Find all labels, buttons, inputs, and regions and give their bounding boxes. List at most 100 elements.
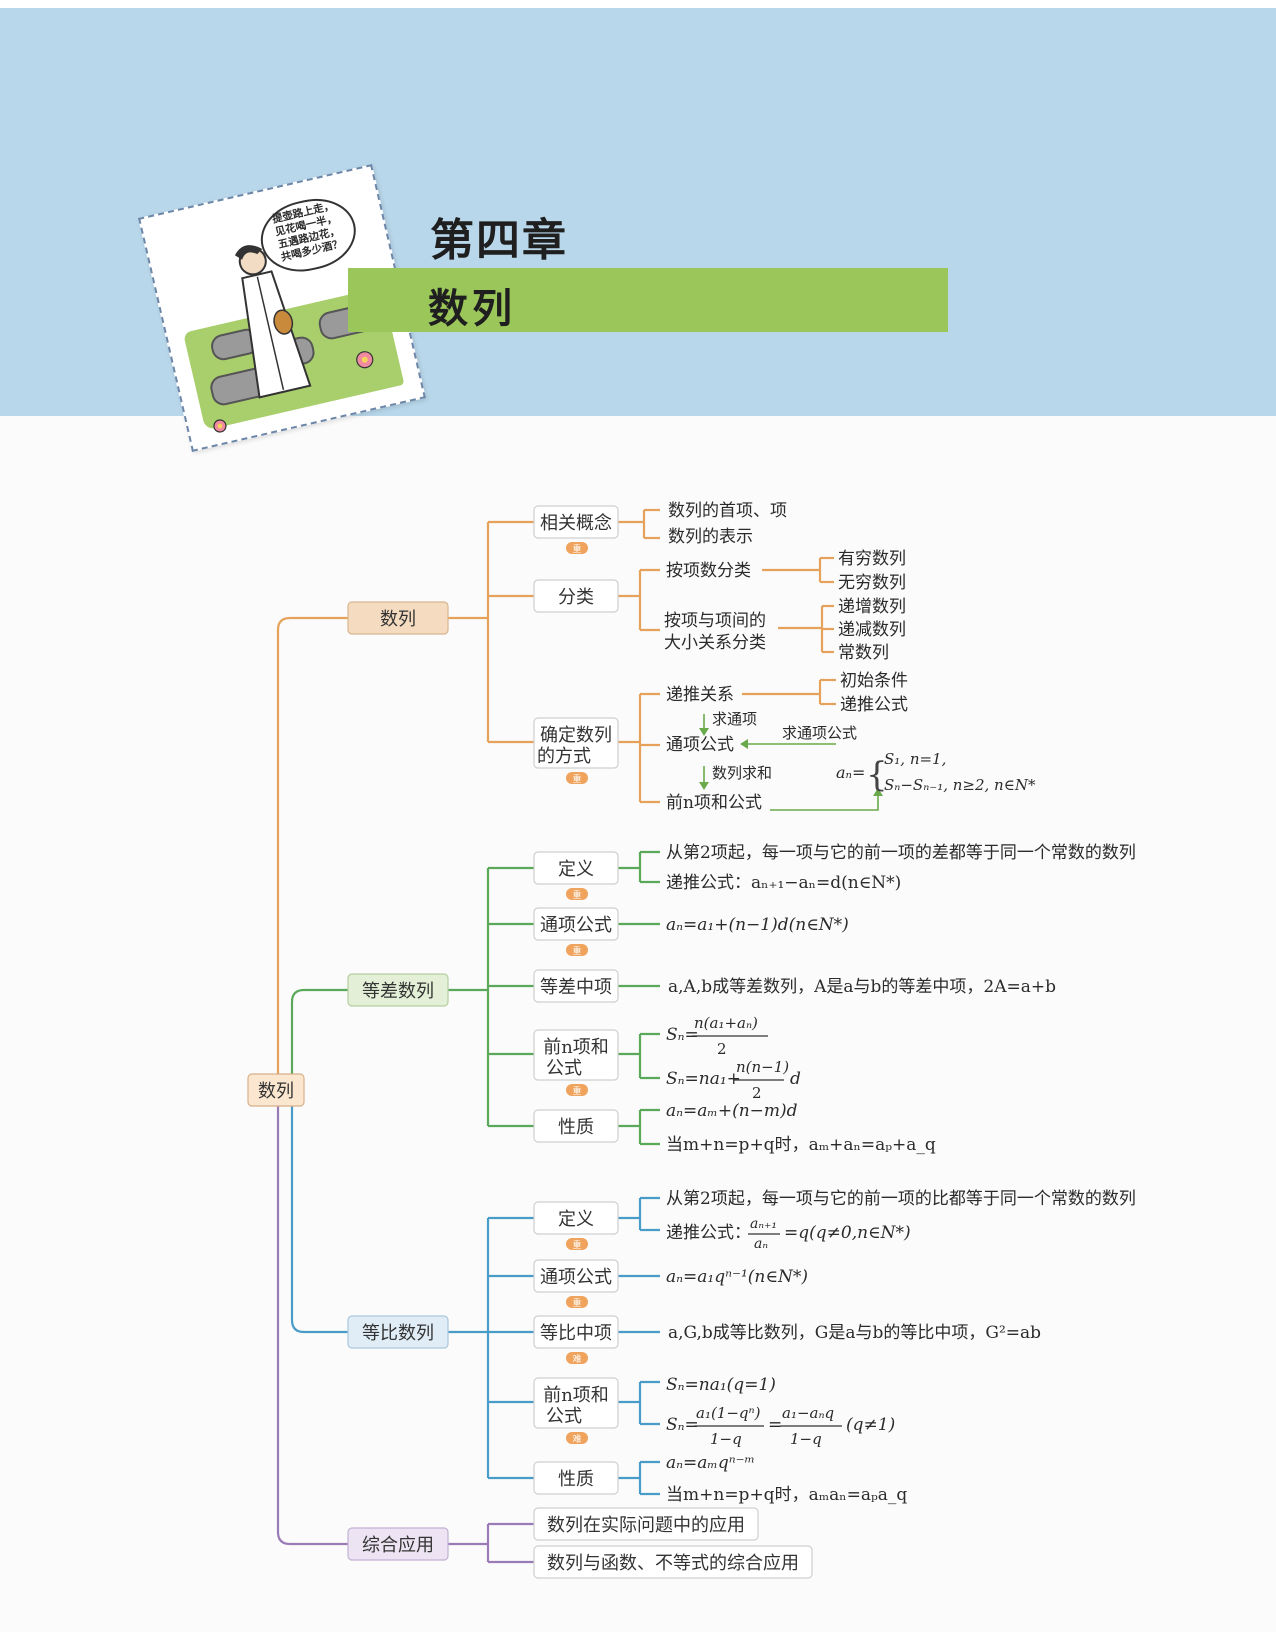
node-gp-sum-line: 公式 — [546, 1406, 582, 1427]
brace-glyph: { — [866, 755, 888, 795]
svg-text:难: 难 — [572, 1354, 581, 1365]
key-badge: 重 — [566, 1084, 588, 1097]
node-related-concepts: 相关概念 — [540, 512, 612, 534]
branch-node-arithmetic: 等差数列 — [347, 973, 449, 1007]
gp-recursive-num: aₙ₊₁ — [750, 1216, 777, 1232]
chapter-title: 数列 — [428, 286, 516, 332]
ap-sum2-num: n(n−1) — [736, 1058, 789, 1076]
flower-icon — [213, 419, 227, 433]
hard-badge: 难 — [566, 1352, 588, 1365]
node-classification: 分类 — [558, 587, 594, 608]
branch-node-geometric: 等比数列 — [347, 1315, 449, 1349]
node-gp-general-term: 通项公式 — [540, 1267, 612, 1288]
leaf-ap-def: 从第2项起，每一项与它的前一项的差都等于同一个常数的数列 — [666, 843, 1136, 863]
top-strip — [0, 0, 1276, 8]
title-bar — [348, 268, 948, 332]
hard-badge: 难 — [566, 1432, 588, 1445]
ap-sum-den: 2 — [717, 1040, 727, 1058]
arrow-label: 数列求和 — [712, 764, 772, 782]
branch-label: 等比数列 — [362, 1323, 434, 1344]
leaf-ap-recursive: 递推公式：aₙ₊₁−aₙ=d(n∈N*) — [666, 873, 901, 893]
key-badge: 重 — [566, 888, 588, 901]
key-badge: 重 — [566, 1238, 588, 1251]
piecewise-lhs: aₙ= — [836, 763, 865, 782]
svg-text:重: 重 — [572, 1239, 581, 1251]
badges: 重 重 重 重 重 重 重 难 难 — [566, 542, 588, 1445]
gp-sum-lhs: Sₙ= — [666, 1415, 699, 1435]
fraction-bars — [692, 1035, 842, 1427]
node-gp-middle-term: 等比中项 — [540, 1323, 612, 1344]
node-real-world-application: 数列在实际问题中的应用 — [547, 1515, 745, 1536]
ap-sum2-den: 2 — [752, 1084, 762, 1102]
leaf-first-term: 数列的首项、项 — [668, 501, 787, 521]
leaf-general-formula: 通项公式 — [666, 735, 734, 755]
leaf-gp-sum1: Sₙ=na₁(q=1) — [666, 1375, 776, 1395]
leaf-ap-prop2: 当m+n=p+q时，aₘ+aₙ=aₚ+a_q — [666, 1135, 936, 1155]
node-ap-properties: 性质 — [558, 1117, 594, 1138]
branch-label: 等差数列 — [362, 981, 434, 1002]
arrow-label: 求通项 — [712, 710, 757, 728]
svg-text:重: 重 — [572, 543, 581, 555]
gp-recursive-lhs: 递推公式： — [666, 1223, 751, 1243]
chapter-number: 第四章 — [430, 215, 568, 266]
ap-sum-lhs: Sₙ= — [666, 1025, 699, 1045]
node-ap-definition: 定义 — [558, 859, 594, 880]
root-node: 数列 — [247, 1073, 305, 1107]
leaf-ap-general: aₙ=a₁+(n−1)d(n∈N*) — [666, 915, 849, 935]
branch-label: 综合应用 — [362, 1535, 434, 1556]
node-gp-properties: 性质 — [558, 1469, 594, 1490]
key-badge: 重 — [566, 944, 588, 957]
leaf-by-relation: 按项与项间的 — [664, 611, 766, 631]
gp-sum-tail: (q≠1) — [846, 1415, 895, 1435]
node-gp-definition: 定义 — [558, 1209, 594, 1230]
node-gp-sum-line: 前n项和 — [543, 1385, 609, 1406]
gp-sum-n1: a₁(1−qⁿ) — [696, 1404, 761, 1422]
leaf-by-count: 按项数分类 — [666, 561, 751, 581]
gp-recursive-den: aₙ — [754, 1236, 768, 1252]
leaf-initial-condition: 初始条件 — [840, 671, 908, 691]
gp-sum-d1: 1−q — [710, 1430, 742, 1448]
gp-sum-n2: a₁−aₙq — [782, 1404, 834, 1422]
leaf-gp-prop2: 当m+n=p+q时，aₘaₙ=aₚa_q — [666, 1485, 907, 1505]
node-ap-general-term: 通项公式 — [540, 915, 612, 936]
svg-text:重: 重 — [572, 773, 581, 785]
leaf-ap-prop1: aₙ=aₘ+(n−m)d — [666, 1101, 798, 1121]
branch-label: 数列 — [380, 609, 416, 630]
ap-sum-num: n(a₁+aₙ) — [694, 1014, 758, 1032]
scholar-figure-icon — [234, 245, 312, 399]
leaf-gp-general: aₙ=a₁qⁿ⁻¹(n∈N*) — [666, 1267, 808, 1287]
leaf-decreasing: 递减数列 — [838, 620, 906, 640]
node-ap-sum-line: 公式 — [546, 1058, 582, 1079]
node-comprehensive-application: 数列与函数、不等式的综合应用 — [547, 1553, 799, 1574]
piecewise-case: S₁, n=1, — [884, 750, 946, 768]
flower-icon — [356, 351, 374, 369]
node-determine-line: 的方式 — [537, 746, 591, 767]
leaf-increasing: 递增数列 — [838, 597, 906, 617]
root-label: 数列 — [258, 1081, 294, 1102]
key-badge: 重 — [566, 1296, 588, 1309]
svg-text:重: 重 — [572, 1297, 581, 1309]
leaf-gp-def: 从第2项起，每一项与它的前一项的比都等于同一个常数的数列 — [666, 1189, 1136, 1209]
leaf-ap-middle: a,A,b成等差数列，A是a与b的等差中项，2A=a+b — [668, 977, 1056, 997]
leaf-infinite: 无穷数列 — [838, 573, 906, 593]
leaf-constant: 常数列 — [838, 643, 889, 663]
node-ap-sum-line: 前n项和 — [543, 1037, 609, 1058]
leaf-sum-formula: 前n项和公式 — [666, 793, 762, 813]
leaf-gp-middle: a,G,b成等比数列，G是a与b的等比中项，G²=ab — [668, 1323, 1041, 1343]
cartoon-illustration: 提壶路上走， 见花喝一半， 五遇路边花， 共喝多少酒？ — [138, 164, 426, 452]
leaf-finite: 有穷数列 — [838, 549, 906, 569]
arrow-label: 求通项公式 — [782, 724, 857, 742]
svg-text:难: 难 — [572, 1434, 581, 1445]
ap-sum2-tail: d — [790, 1069, 801, 1089]
gp-sum-eq: = — [768, 1415, 782, 1435]
svg-text:重: 重 — [572, 945, 581, 957]
piecewise-case: Sₙ−Sₙ₋₁, n≥2, n∈N* — [884, 776, 1036, 794]
leaf-recursive-formula: 递推公式 — [840, 695, 908, 715]
key-badge: 重 — [566, 772, 588, 785]
key-badge: 重 — [566, 542, 588, 555]
svg-text:重: 重 — [572, 889, 581, 901]
branch-node-application: 综合应用 — [347, 1527, 449, 1561]
leaf-by-relation: 大小关系分类 — [664, 633, 766, 653]
leaf-recursion: 递推关系 — [666, 685, 734, 705]
